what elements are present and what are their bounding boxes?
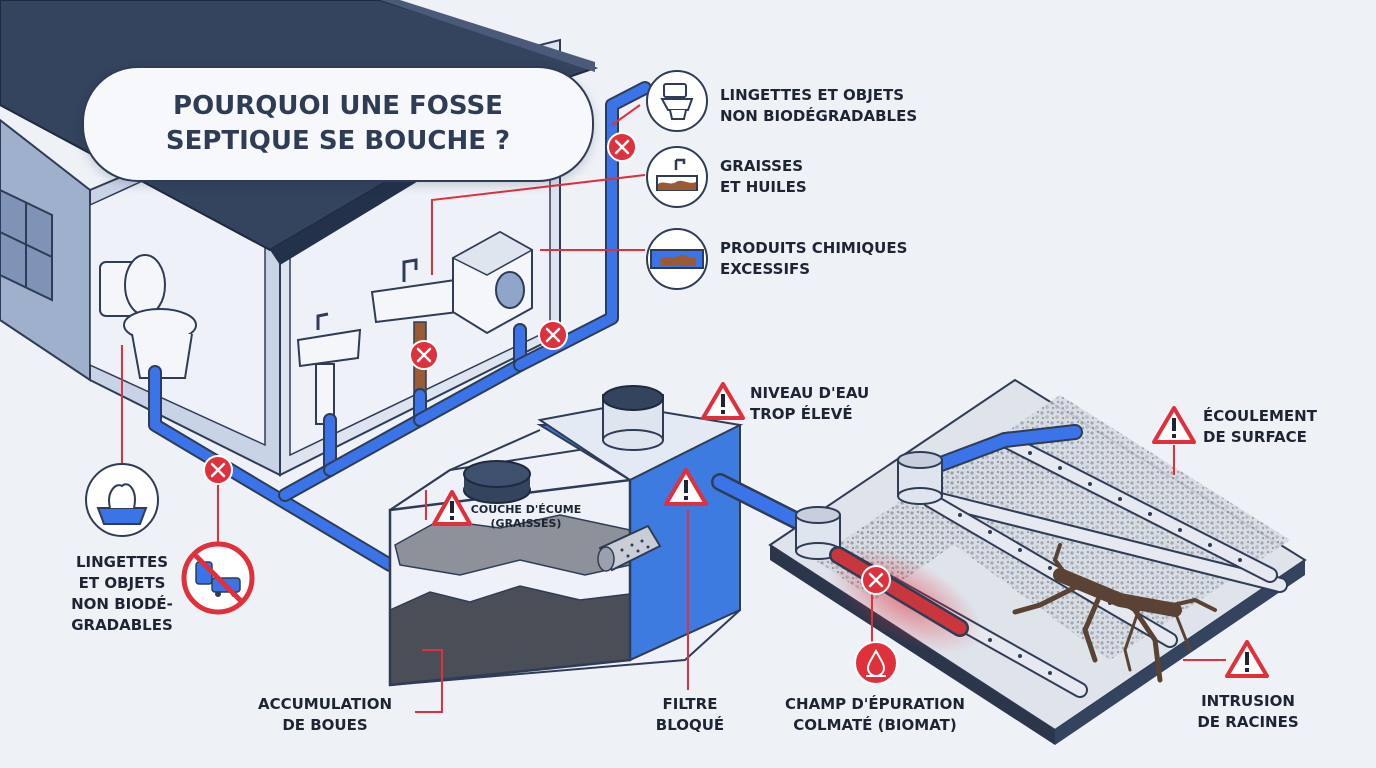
label-scum-layer: COUCHE D'ÉCUME (GRAISSES) [470,503,582,530]
label-wipes-left: LINGETTES ET OBJETS NON BIODÉ- GRADABLES [71,553,173,634]
chemical-pipe-icon [646,228,708,290]
label-sludge: ACCUMULATION DE BOUES [257,695,393,734]
label-filter: FILTRE BLOQUÉ [655,695,725,734]
warning-icon [701,382,745,420]
blocked-icon [409,340,439,370]
toilet-icon [646,70,708,132]
prohibited-objects-icon [181,541,255,615]
drain-field [768,378,1307,745]
title-banner: POURQUOI UNE FOSSE SEPTIQUE SE BOUCHE ? [82,66,594,182]
sink-grease-icon [646,146,708,208]
label-chemicals: PRODUITS CHIMIQUES EXCESSIFS [720,239,908,278]
label-drain-field: CHAMP D'ÉPURATION COLMATÉ (BIOMAT) [785,695,965,734]
house-toilet [99,254,197,379]
warning-icon [1225,640,1269,678]
blocked-icon [607,132,637,162]
callout-lines [121,104,1226,713]
label-wipes-top: LINGETTES ET OBJETS NON BIODÉGRADABLES [720,86,918,125]
warning-icon [432,490,472,526]
warning-icon [1152,406,1196,444]
effluent-filter [597,524,662,572]
blocked-markers [203,132,891,595]
label-surface-runoff: ÉCOULEMENT DE SURFACE [1203,407,1317,446]
blocked-icon [203,455,233,485]
wipes-box-icon [85,463,159,537]
washing-machine [451,230,534,335]
label-roots: INTRUSION DE RACINES [1197,692,1299,731]
blocked-icon [861,565,891,595]
house-sink [296,312,362,425]
tree-roots [1012,543,1217,683]
label-water-level: NIVEAU D'EAU TROP ÉLEVÉ [750,384,870,423]
water-drop-icon [854,641,898,685]
label-grease: GRAISSES ET HUILES [720,157,807,196]
warning-markers [432,382,1269,678]
warning-icon [664,468,708,506]
house-window [0,188,53,302]
blocked-icon [538,320,568,350]
page-title: POURQUOI UNE FOSSE SEPTIQUE SE BOUCHE ? [165,90,511,156]
